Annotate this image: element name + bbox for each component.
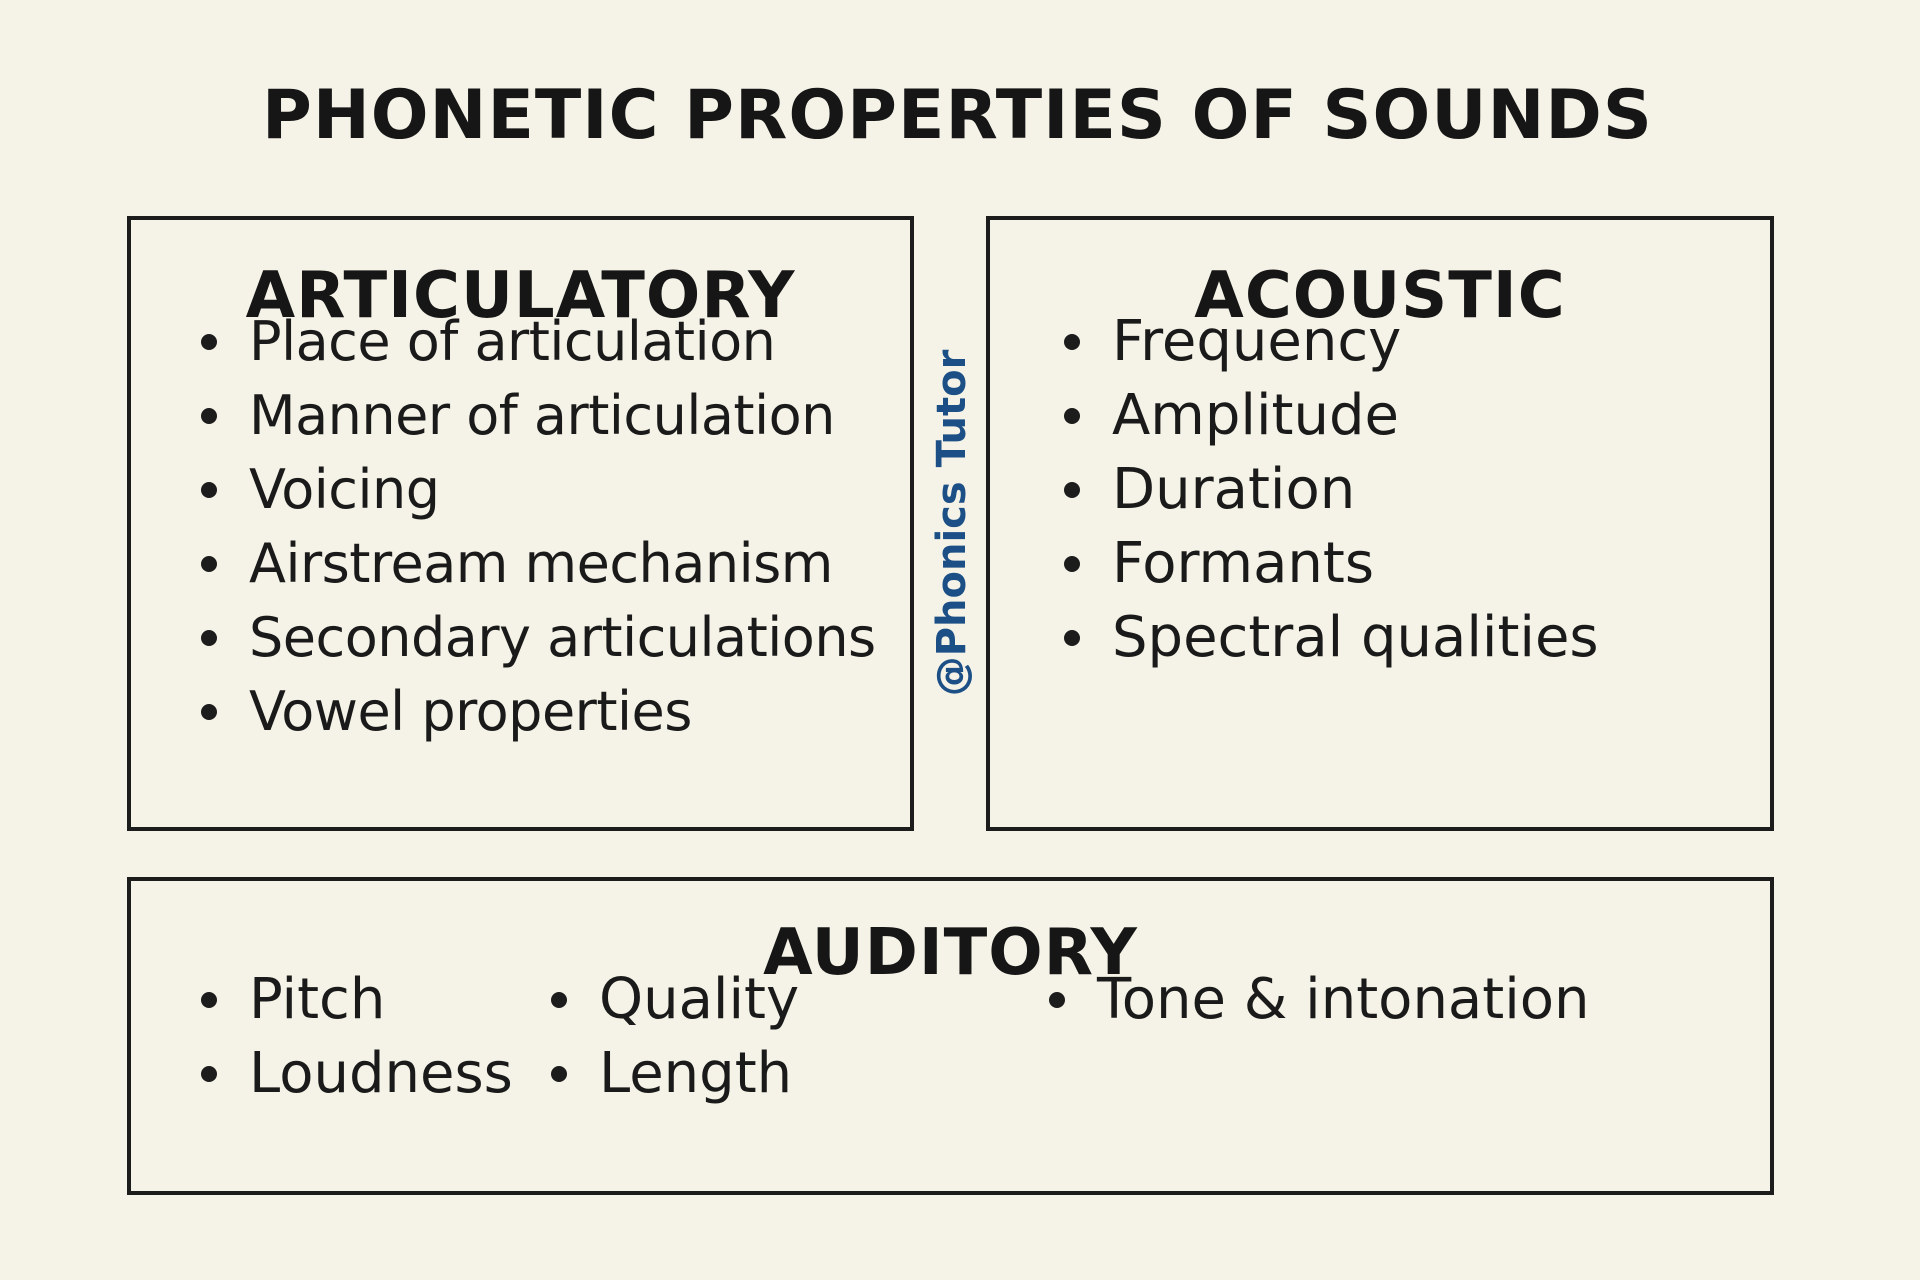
bullet-icon <box>1064 556 1080 572</box>
acoustic-heading: ACOUSTIC <box>1194 259 1566 333</box>
bullet-icon <box>551 992 567 1008</box>
list-item-label: Tone & intonation <box>1097 967 1590 1032</box>
list-item: Secondary articulations <box>201 601 876 675</box>
list-item-label: Frequency <box>1112 309 1402 374</box>
list-item-label: Place of articulation <box>249 310 776 373</box>
list-item-label: Loudness <box>249 1041 513 1106</box>
bullet-icon <box>1064 630 1080 646</box>
list-item-label: Quality <box>599 967 800 1032</box>
list-item-label: Airstream mechanism <box>249 532 833 595</box>
bullet-icon <box>201 704 217 720</box>
acoustic-box: ACOUSTIC Frequency Amplitude Duration Fo… <box>986 216 1774 831</box>
bullet-icon <box>201 556 217 572</box>
articulatory-box: ARTICULATORY Place of articulation Manne… <box>127 216 914 831</box>
list-item: Manner of articulation <box>201 379 876 453</box>
list-item: Amplitude <box>1064 379 1599 453</box>
auditory-heading: AUDITORY <box>763 916 1138 990</box>
list-item: Formants <box>1064 527 1599 601</box>
list-item-label: Amplitude <box>1112 383 1399 448</box>
list-item-label: Pitch <box>249 967 386 1032</box>
list-item-label: Spectral qualities <box>1112 605 1599 670</box>
list-item: Place of articulation <box>201 305 876 379</box>
bullet-icon <box>551 1066 567 1082</box>
list-item: Length <box>551 1037 799 1111</box>
list-item-label: Manner of articulation <box>249 384 835 447</box>
bullet-icon <box>1064 408 1080 424</box>
articulatory-heading: ARTICULATORY <box>245 259 796 333</box>
list-item: Airstream mechanism <box>201 527 876 601</box>
list-item: Frequency <box>1064 305 1599 379</box>
bullet-icon <box>1064 482 1080 498</box>
bullet-icon <box>201 408 217 424</box>
bullet-icon <box>1064 334 1080 350</box>
bullet-icon <box>1049 992 1065 1008</box>
auditory-list-column-1: Pitch Loudness <box>201 963 513 1111</box>
acoustic-list: Frequency Amplitude Duration Formants Sp… <box>1064 305 1599 675</box>
list-item-label: Formants <box>1112 531 1375 596</box>
list-item: Spectral qualities <box>1064 601 1599 675</box>
list-item: Vowel properties <box>201 675 876 749</box>
bullet-icon <box>201 1066 217 1082</box>
articulatory-list: Place of articulation Manner of articula… <box>201 305 876 749</box>
list-item: Quality <box>551 963 799 1037</box>
watermark-label: @Phonics Tutor <box>929 349 975 697</box>
list-item: Tone & intonation <box>1049 963 1590 1037</box>
auditory-box: AUDITORY Pitch Loudness Quality Length T… <box>127 877 1774 1195</box>
bullet-icon <box>201 334 217 350</box>
auditory-list-column-2: Quality Length <box>551 963 799 1111</box>
list-item-label: Duration <box>1112 457 1356 522</box>
list-item: Duration <box>1064 453 1599 527</box>
bullet-icon <box>201 992 217 1008</box>
auditory-list-column-3: Tone & intonation <box>1049 963 1590 1037</box>
bullet-icon <box>201 482 217 498</box>
list-item-label: Voicing <box>249 458 440 521</box>
list-item: Loudness <box>201 1037 513 1111</box>
list-item-label: Vowel properties <box>249 680 692 743</box>
list-item-label: Secondary articulations <box>249 606 876 669</box>
list-item: Voicing <box>201 453 876 527</box>
bullet-icon <box>201 630 217 646</box>
list-item: Pitch <box>201 963 513 1037</box>
page-title: PHONETIC PROPERTIES OF SOUNDS <box>262 76 1653 155</box>
list-item-label: Length <box>599 1041 793 1106</box>
